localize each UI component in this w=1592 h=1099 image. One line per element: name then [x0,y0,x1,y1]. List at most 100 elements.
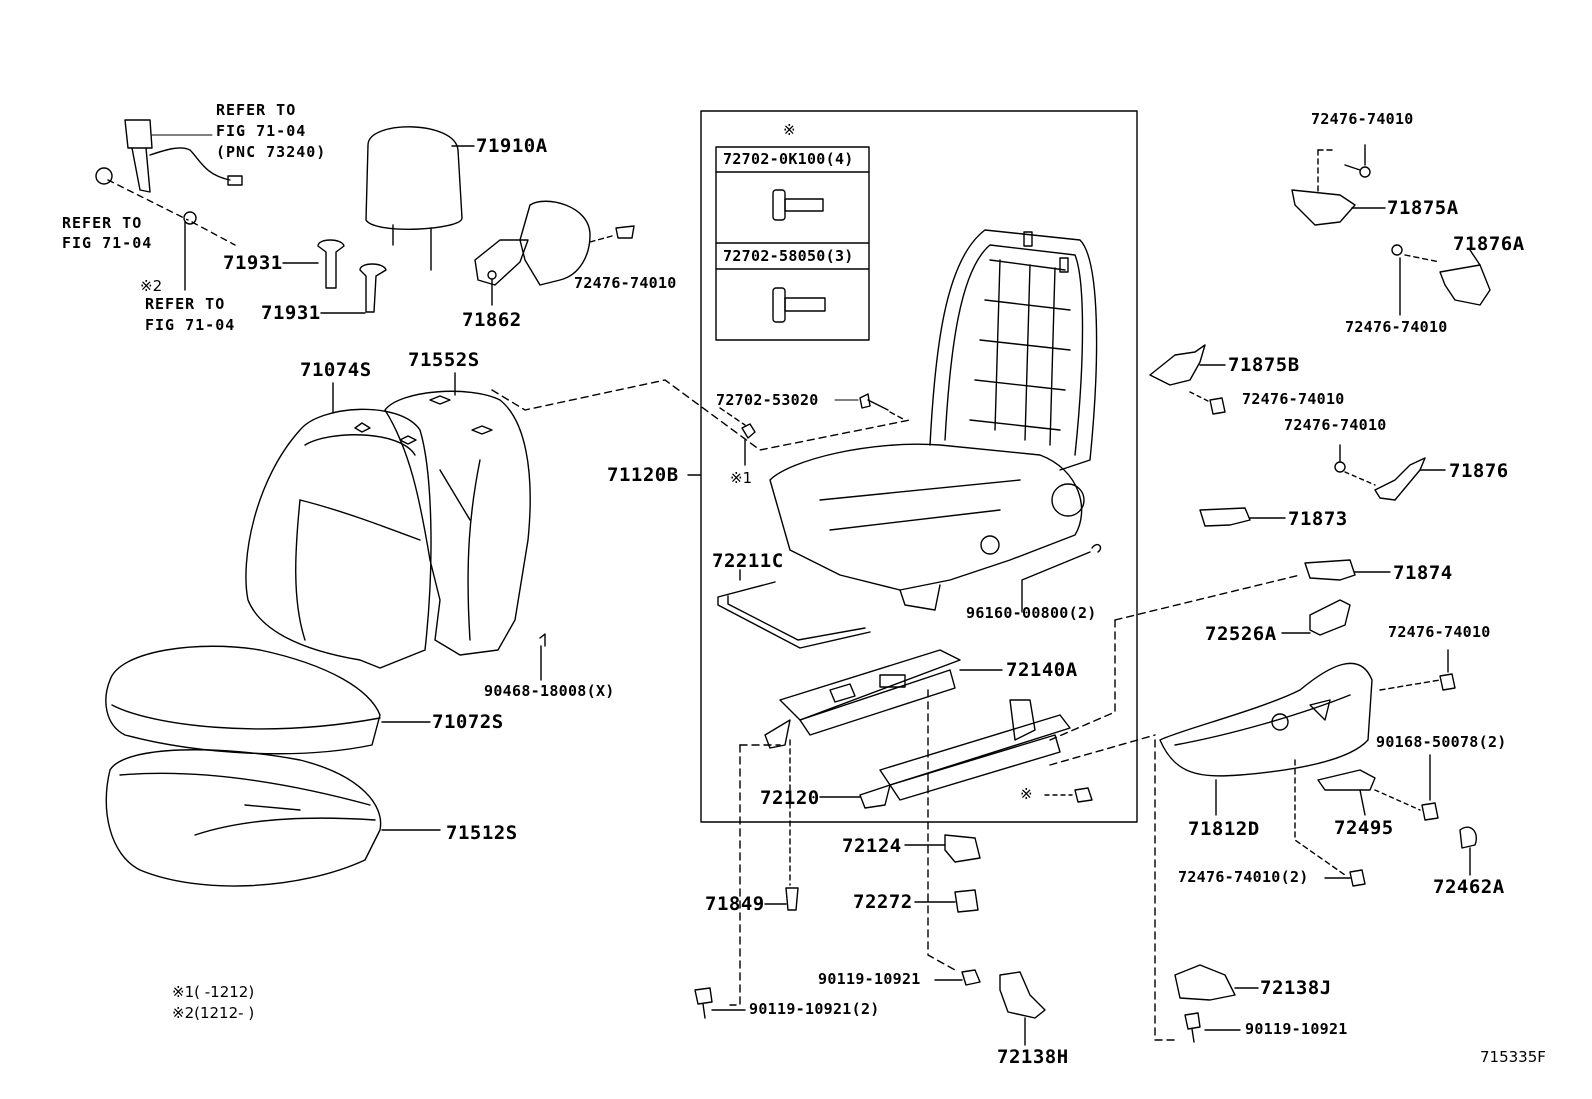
part-label-71849[interactable]: 71849 [705,893,765,915]
star-bolt-mark: ※ [1020,785,1033,803]
bolt-72702-53020-part [859,393,889,411]
clip-72272-part [954,889,979,913]
cap-72462A-part [1459,826,1477,849]
part-label-71552S[interactable]: 71552S [408,349,480,371]
bracket-71873-part [1199,507,1251,527]
bolt-72476-r6-part [1349,869,1366,887]
part-label-72702-53020[interactable]: 72702-53020 [716,391,819,409]
refer-note-3-line1: REFER TO [145,295,226,313]
bolt-72476-r3-part [1209,397,1226,415]
side-cover-71862-part [474,200,591,286]
bolt-90119-c-part [1184,1012,1201,1043]
part-label-90119-10921-b[interactable]: 90119-10921(2) [749,1000,880,1018]
part-label-71812D[interactable]: 71812D [1188,818,1260,840]
part-label-72476-right-4[interactable]: 72476-74010 [1284,416,1387,434]
seatbelt-buckle-part [95,119,243,225]
bolt-90119-a-part [961,969,981,986]
knob-72526A-part [1309,599,1351,636]
part-label-71876A[interactable]: 71876A [1453,233,1525,255]
part-label-90119-10921-c[interactable]: 90119-10921 [1245,1020,1348,1038]
refer-note-3-line2: FIG 71-04 [145,316,236,334]
bolt-72476-r5-part [1439,673,1456,691]
part-label-71873[interactable]: 71873 [1288,508,1348,530]
bolt-72702-0K100-icon [772,189,824,221]
part-label-72476-top-right[interactable]: 72476-74010 [1311,110,1414,128]
cover-71875B-part [1149,344,1206,386]
headrest-part [365,126,463,271]
clip-star1-part [741,423,756,439]
seat-frame-71120B-part [769,229,1098,611]
headrest-guide-part-b [359,263,387,313]
refer-note-1-line2: FIG 71-04 [216,122,307,140]
part-label-71874[interactable]: 71874 [1393,562,1453,584]
part-label-72138J[interactable]: 72138J [1260,977,1332,999]
part-label-72495[interactable]: 72495 [1334,817,1394,839]
part-label-72120[interactable]: 72120 [760,787,820,809]
spring-96160-part [1091,543,1102,553]
cushion-pad-71512S-part [105,749,382,887]
seat-track-72120-part [859,699,1071,809]
seat-track-72140A-part [764,649,961,749]
cover-72138J-part [1174,964,1236,1001]
bolt-90119-b-part [694,987,713,1019]
footnote-2: ※2(1212- ) [172,1004,255,1022]
clip-90468-part [539,633,546,681]
part-label-71876[interactable]: 71876 [1449,460,1509,482]
wire-72211C-part [717,581,871,649]
part-label-72211C[interactable]: 72211C [712,550,784,572]
part-label-71862[interactable]: 71862 [462,309,522,331]
part-label-72476-top-mid[interactable]: 72476-74010 [574,274,677,292]
part-label-72124[interactable]: 72124 [842,835,902,857]
part-label-71512S[interactable]: 71512S [446,822,518,844]
cushion-cover-71072S-part [105,645,381,755]
part-label-71120B[interactable]: 71120B [607,464,679,486]
seatback-pad-71552S-part [384,390,531,656]
refer-note-2-line2: FIG 71-04 [62,234,153,252]
part-label-72526A[interactable]: 72526A [1205,623,1277,645]
seat-shield-71812D-part [1159,662,1373,777]
part-label-96160-00800[interactable]: 96160-00800(2) [966,604,1097,622]
refer-note-2-line1: REFER TO [62,214,143,232]
part-label-71931-b[interactable]: 71931 [261,302,321,324]
lever-72495-part [1317,769,1376,791]
pin-71849-part [785,887,799,911]
seatback-cover-71074S-part [245,408,432,669]
part-label-72702-0K100[interactable]: 72702-0K100(4) [723,150,854,168]
headrest-guide-part-a [317,239,345,289]
part-label-90119-10921-a[interactable]: 90119-10921 [818,970,921,988]
part-label-72462A[interactable]: 72462A [1433,876,1505,898]
part-label-71910A[interactable]: 71910A [476,135,548,157]
refer-note-1-line1: REFER TO [216,101,297,119]
diagram-id: 715335F [1480,1048,1546,1066]
part-label-90168-50078[interactable]: 90168-50078(2) [1376,733,1507,751]
part-label-71074S[interactable]: 71074S [300,359,372,381]
star-box-mark: ※ [783,121,796,139]
part-label-72476-right-2[interactable]: 72476-74010 [1345,318,1448,336]
part-label-71875A[interactable]: 71875A [1387,197,1459,219]
part-label-90468-18008[interactable]: 90468-18008(X) [484,682,615,700]
part-label-71072S[interactable]: 71072S [432,711,504,733]
bolt-90168-part [1421,802,1439,821]
part-label-72138H[interactable]: 72138H [997,1046,1069,1068]
star2-mark: ※2 [140,277,163,295]
bracket-71874-part [1304,559,1356,581]
bolt-star-part [1074,787,1093,803]
part-label-72476-right-6[interactable]: 72476-74010(2) [1178,868,1309,886]
part-label-71875B[interactable]: 71875B [1228,354,1300,376]
part-label-72476-right-3[interactable]: 72476-74010 [1242,390,1345,408]
cover-72138H-part [999,971,1046,1019]
part-label-72476-right-5[interactable]: 72476-74010 [1388,623,1491,641]
part-label-72140A[interactable]: 72140A [1006,659,1078,681]
star1-mark: ※1 [730,469,753,487]
footnote-1: ※1( -1212) [172,983,255,1001]
refer-note-1-line3: (PNC 73240) [216,143,327,161]
lever-71876-part [1374,457,1426,501]
part-label-71931-a[interactable]: 71931 [223,252,283,274]
part-label-72272[interactable]: 72272 [853,891,913,913]
bracket-72124-part [944,834,981,863]
cover-71875A-part [1291,164,1371,226]
seat-frame-group-box [700,110,1138,823]
bolt-72702-58050-icon [772,287,826,323]
part-label-72702-58050[interactable]: 72702-58050(3) [723,247,854,265]
